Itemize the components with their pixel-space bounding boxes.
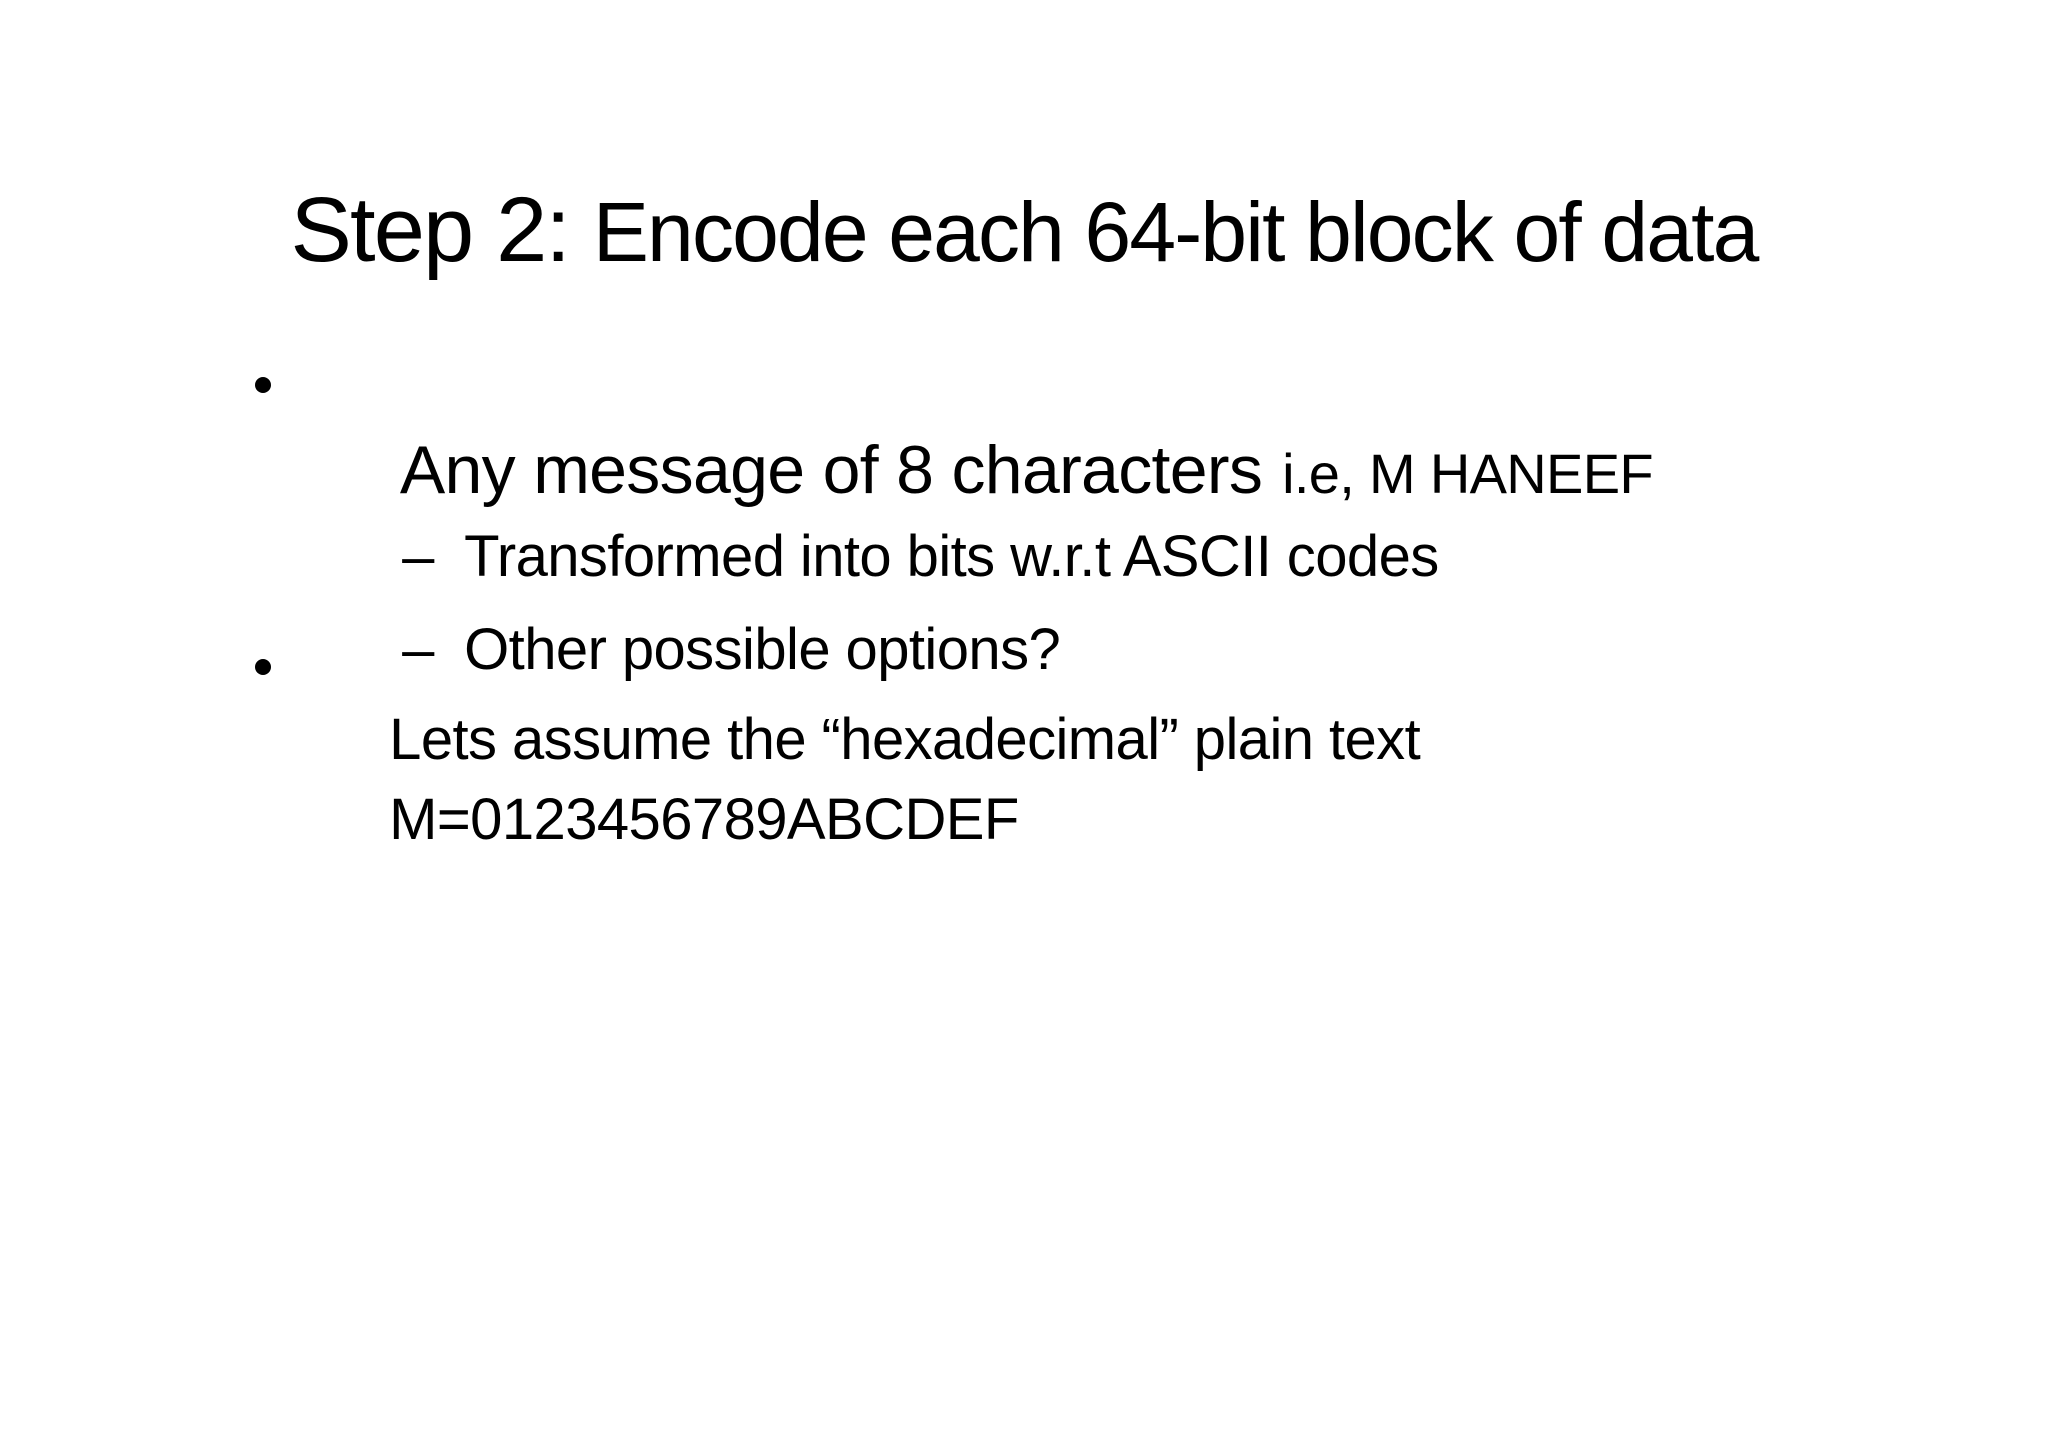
bullet-icon [255,659,271,675]
bullet-icon [255,377,271,393]
slide-title-prefix: Step 2: [290,179,593,281]
bullet-item-2-continuation: M=0123456789ABCDEF [327,715,1019,924]
bullet-1-text: Any message of 8 characters [399,431,1263,508]
bullet-2-line-2-text: M=0123456789ABCDEF [389,786,1019,852]
bullet-item-2: Lets assume the “hexadecimal” plain text [255,635,1421,844]
dash-icon: – [402,616,434,682]
bullet-1-aside-text: i.e, M HANEEF [1282,441,1653,505]
slide-title: Step 2: Encode each 64-bit block of data [0,175,2048,285]
sub-bullet-item-2: –Other possible options? [340,545,1061,754]
dash-icon: – [402,523,434,589]
sub-bullet-1-text: Transformed into bits w.r.t ASCII codes [464,523,1439,589]
bullet-item-1: Any message of 8 characters i.e, M HANEEF [255,348,1654,593]
slide-title-rest: Encode each 64-bit block of data [592,185,1759,279]
bullet-2-line-1-text: Lets assume the “hexadecimal” plain text [389,706,1421,772]
sub-bullet-item-1: –Transformed into bits w.r.t ASCII codes [340,452,1439,661]
sub-bullet-2-text: Other possible options? [464,616,1061,682]
